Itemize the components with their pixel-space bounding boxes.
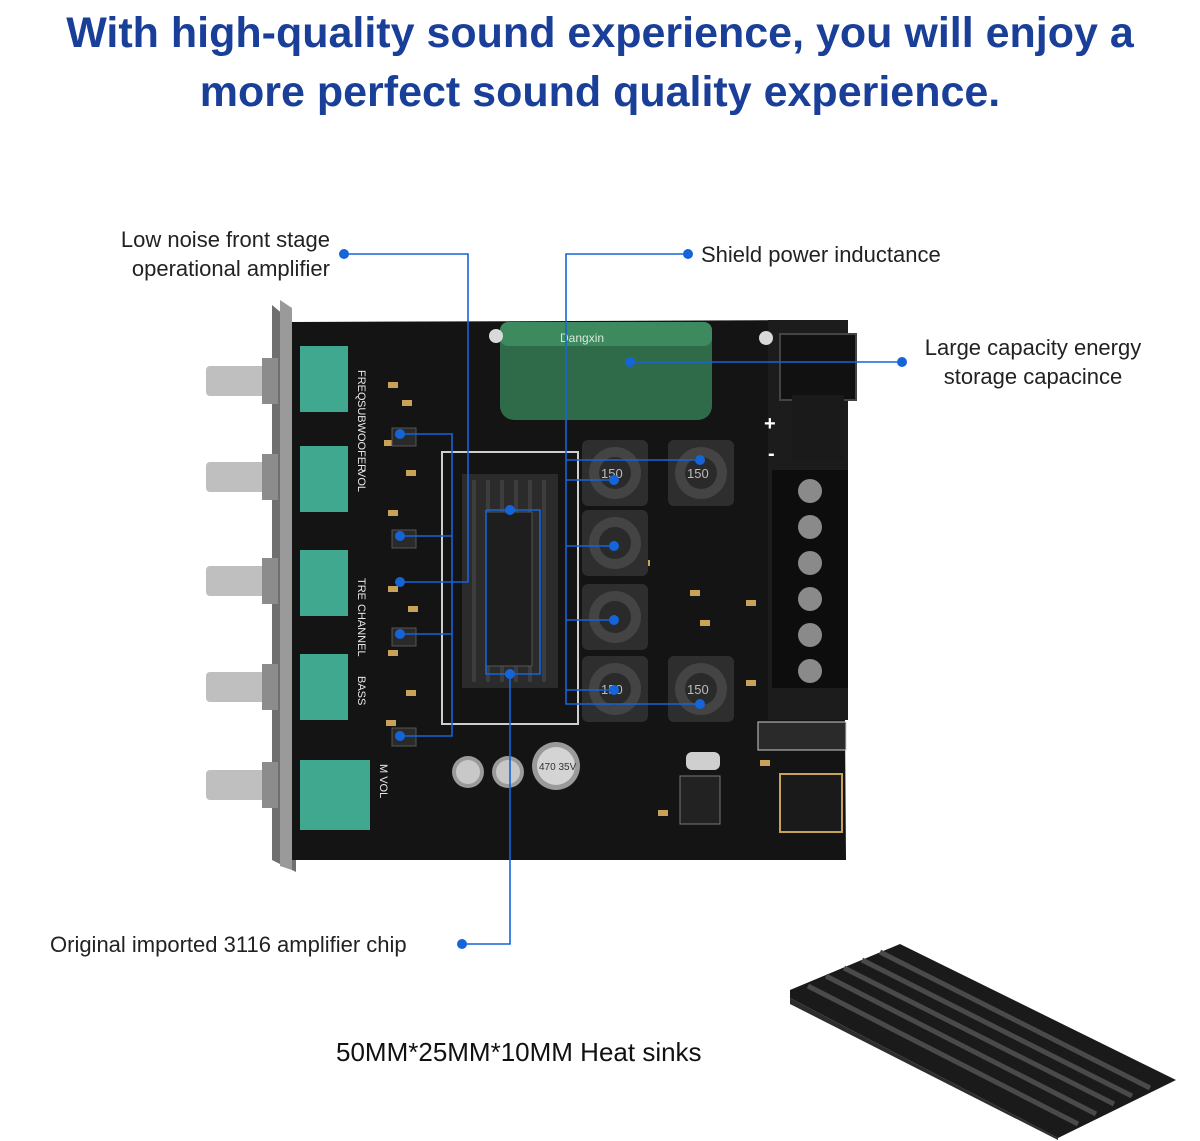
knob-bass (206, 664, 278, 710)
callout-inductance: Shield power inductance (701, 242, 941, 267)
label-subwoofer: SUBWOOFER (355, 400, 367, 472)
bluetooth-module (757, 721, 847, 751)
label-vol: VOL (355, 470, 367, 492)
speaker-terminal-block (772, 470, 848, 688)
callout-lines (344, 253, 902, 945)
headline-line-1: With high-quality sound experience, you … (66, 9, 1134, 57)
knob-vol (206, 454, 278, 500)
potentiometer-vol (300, 446, 348, 512)
inductor-label-6: 150 (687, 682, 709, 697)
small-capacitor-2 (492, 756, 524, 788)
label-tre: TRE (355, 578, 367, 600)
inductor-label-2: 150 (687, 466, 709, 481)
knob-m-vol (206, 762, 278, 808)
capacitor-brand-label: Dangxin (560, 331, 604, 345)
mount-hole-left (489, 329, 503, 343)
crystal-oscillator (686, 752, 720, 770)
potentiometer-bass (300, 654, 348, 720)
front-panel-edge (280, 300, 292, 870)
main-capacitor: Dangxin (500, 322, 712, 420)
callout-capacitance: Large capacity energy storage capacince (912, 333, 1154, 391)
callout-capacitance-line-1: Large capacity energy (924, 335, 1142, 360)
capacitor-470uf-label: 470 35V (539, 762, 577, 773)
inductor-6 (668, 656, 734, 722)
terminal-minus: - (768, 443, 775, 465)
dc-power-jack (779, 333, 857, 401)
callout-chip: Original imported 3116 amplifier chip (50, 932, 407, 957)
headline-line-2: more perfect sound quality experience. (199, 68, 1001, 116)
amplifier-chip (485, 511, 533, 667)
potentiometer-freq (300, 346, 348, 412)
dsp-chip (679, 775, 721, 825)
smd-components (384, 382, 770, 816)
label-channel: CHANNEL (355, 604, 367, 657)
label-m-vol: M VOL (377, 764, 389, 798)
potentiometer-m-vol (300, 760, 370, 830)
headline: With high-quality sound experience, you … (0, 4, 1200, 122)
callout-front-stage-line-2: operational amplifier (131, 256, 330, 281)
callout-front-stage-line-1: Low noise front stage (120, 227, 330, 252)
potentiometer-tre (300, 550, 348, 616)
heat-sink (790, 944, 1176, 1140)
audio-jack (779, 773, 843, 833)
callout-front-stage: Low noise front stage operational amplif… (98, 225, 330, 283)
small-capacitor-1 (452, 756, 484, 788)
heat-sink-caption: 50MM*25MM*10MM Heat sinks (336, 1037, 702, 1067)
knob-tre (206, 558, 278, 604)
label-bass: BASS (355, 676, 367, 705)
power-jack-side (792, 395, 844, 461)
knob-freq (206, 358, 278, 404)
mount-hole-right (759, 331, 773, 345)
callout-dots (339, 249, 907, 949)
capacitor-470uf: 470 35V (532, 742, 580, 790)
callout-capacitance-line-2: storage capacince (943, 364, 1123, 389)
label-freq: FREQ (355, 370, 367, 401)
terminal-plus: + (764, 413, 776, 435)
